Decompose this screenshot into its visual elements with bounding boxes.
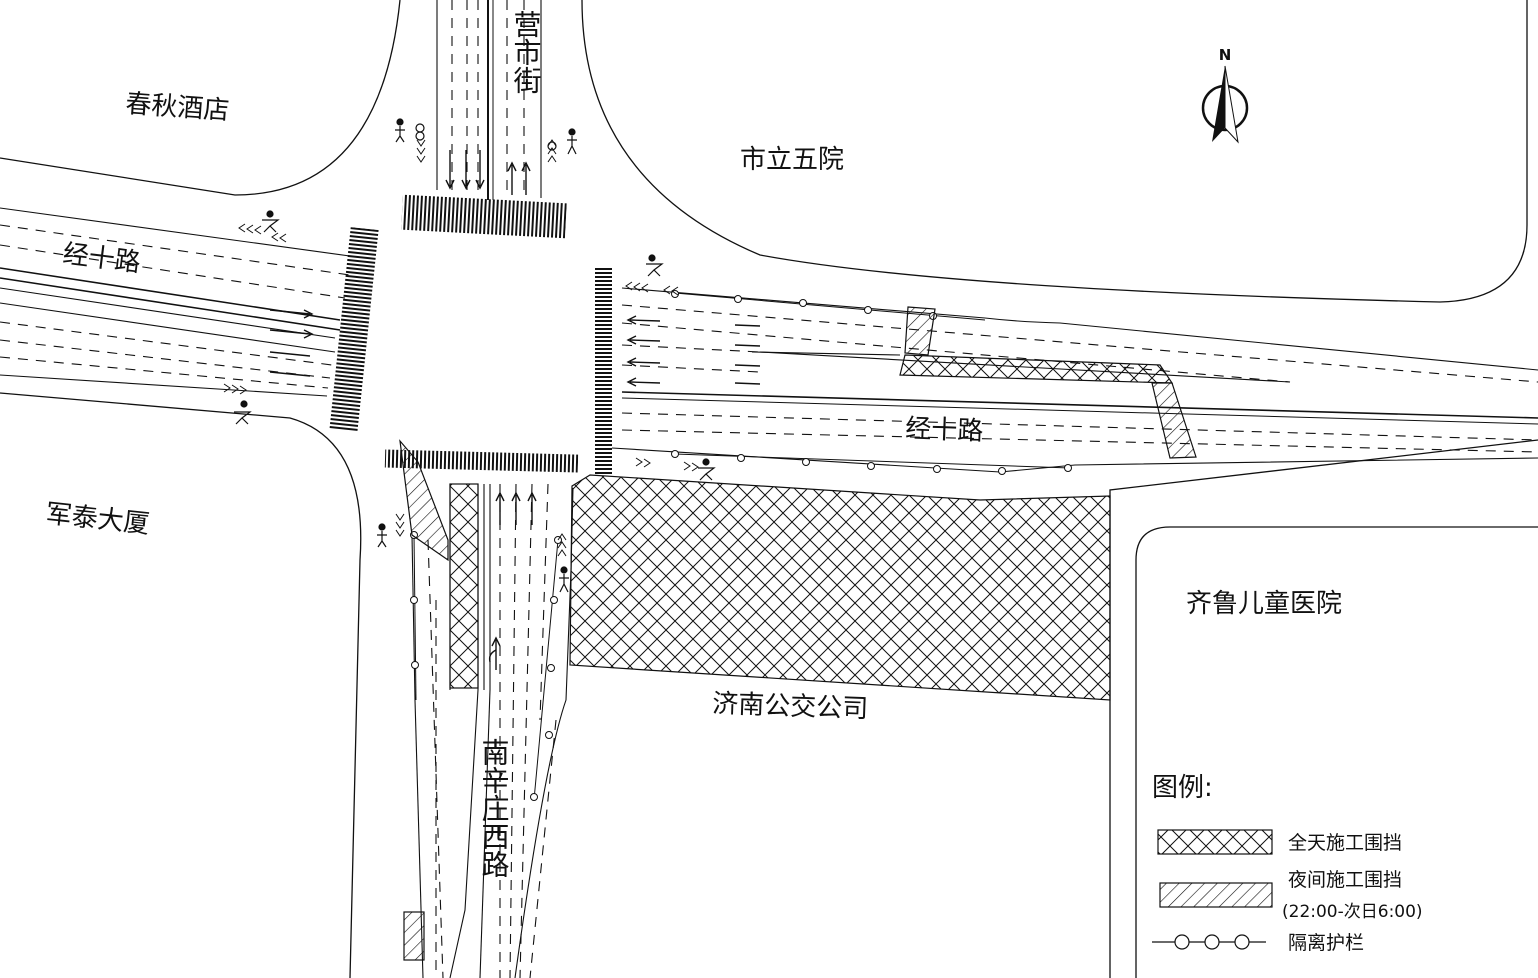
- label-qilu-hospital: 齐鲁儿童医院: [1186, 589, 1342, 619]
- bicycle-lane-chevrons: [223, 139, 699, 557]
- label-jingshi-road-east: 经十路: [905, 414, 984, 447]
- legend: 图例: 全天施工围挡 夜间施工围挡 (22:00-次日6:00) 隔离护栏: [1152, 773, 1423, 954]
- crosswalk-south: [384, 449, 579, 473]
- legend-full-day-label: 全天施工围挡: [1288, 832, 1402, 854]
- legend-night-hours: (22:00-次日6:00): [1282, 902, 1423, 922]
- legend-full-day-swatch: [1157, 829, 1273, 855]
- legend-night-label: 夜间施工围挡: [1288, 869, 1402, 891]
- label-juntai-building: 军泰大厦: [44, 499, 151, 540]
- isolation-barrier-east: [671, 290, 1072, 475]
- label-jingshi-road-west: 经十路: [61, 239, 142, 278]
- label-chunqiu-hotel: 春秋酒店: [125, 89, 231, 126]
- label-nanxinzhuang-road: 南辛庄西路: [478, 738, 511, 878]
- pedestrian-bike-icons: [234, 118, 716, 593]
- north-label: N: [1219, 46, 1232, 64]
- legend-title: 图例:: [1152, 773, 1213, 803]
- label-jinan-bus: 济南公交公司: [712, 689, 869, 724]
- nanxinzhuang-road-lanes: [411, 483, 574, 978]
- crosswalk-east: [595, 266, 612, 474]
- crosswalk-west: [329, 227, 379, 432]
- night-enclosures: [399, 306, 1197, 961]
- lane-arrows: [269, 150, 761, 670]
- label-yingshi-street: 营市街: [510, 10, 543, 94]
- label-shili-wuyuan: 市立五院: [740, 145, 844, 175]
- legend-barrier-swatch: [1152, 934, 1266, 950]
- north-arrow: N: [1201, 46, 1249, 144]
- legend-barrier-label: 隔离护栏: [1288, 932, 1364, 954]
- yingshi-street-lanes: [436, 0, 542, 200]
- legend-night-swatch: [1159, 882, 1273, 908]
- place-labels: 春秋酒店 市立五院 军泰大厦 齐鲁儿童医院 济南公交公司 经十路 经十路 营市街…: [44, 10, 1342, 878]
- crosswalk-north: [401, 194, 567, 239]
- jingshi-road-west-lanes: [0, 207, 358, 397]
- full-day-enclosures: [449, 354, 1174, 701]
